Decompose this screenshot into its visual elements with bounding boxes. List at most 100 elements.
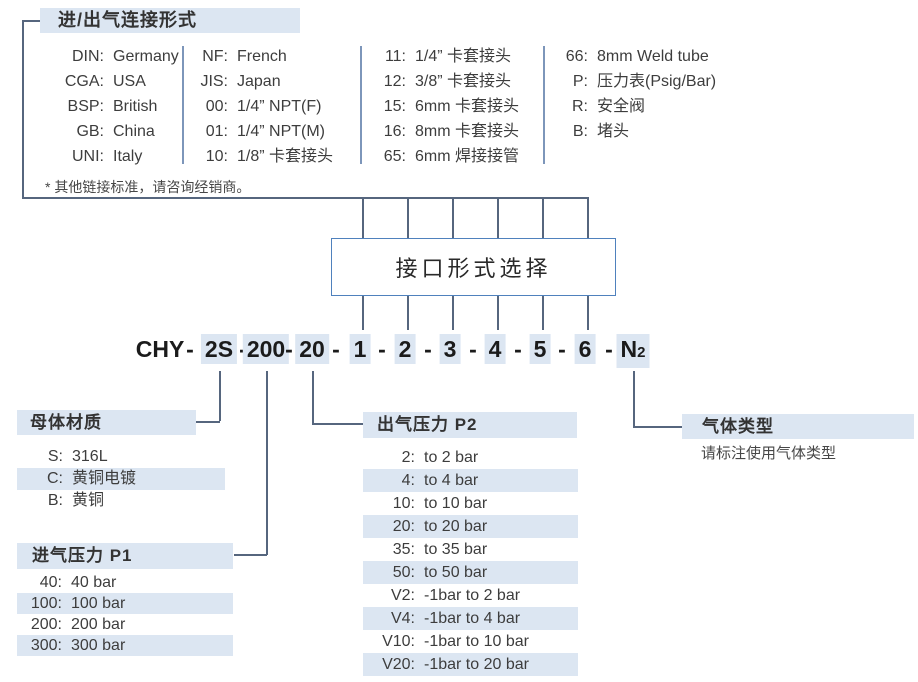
code-segment: N2	[616, 334, 650, 368]
option-label: 3/8” 卡套接头	[415, 73, 512, 90]
option-label: 300 bar	[71, 637, 126, 654]
option-code: 00:	[205, 98, 228, 115]
option-label: 100 bar	[71, 595, 126, 612]
option-label: 8mm Weld tube	[597, 48, 709, 65]
connector-line	[234, 554, 267, 556]
option-row: B: 黄铜	[17, 490, 225, 512]
option-code: 66:	[565, 48, 588, 65]
column-divider	[543, 46, 545, 164]
option-label: 1/4” 卡套接头	[415, 48, 512, 65]
code-segment: CHY	[135, 336, 185, 362]
option-code: CGA:	[64, 73, 104, 90]
option-code: BSP:	[67, 98, 104, 115]
option-code: B:	[47, 492, 63, 509]
connector-line	[633, 426, 682, 428]
option-code: B:	[572, 123, 588, 140]
code-segment: 4	[484, 334, 506, 364]
option-label: 316L	[72, 448, 108, 465]
option-code: UNI:	[72, 148, 104, 165]
option-code: V2:	[390, 587, 415, 604]
interface-selection-box: 接口形式选择	[331, 238, 616, 296]
option-code: 11:	[384, 48, 406, 65]
option-row: 2: to 2 bar	[363, 446, 578, 469]
option-row: 40:40 bar	[17, 572, 233, 593]
code-segment: -	[186, 336, 194, 362]
option-code: 20:	[392, 518, 415, 535]
connector-line	[587, 296, 589, 330]
option-row: V10:-1bar to 10 bar	[363, 630, 578, 653]
option-code: 2:	[401, 449, 415, 466]
connection-option: R:安全阀	[548, 94, 778, 119]
connection-option: 65:6mm 焊接接管	[368, 144, 543, 169]
option-label: to 10 bar	[424, 495, 488, 512]
option-label: Japan	[237, 73, 281, 90]
connection-option: JIS:Japan	[192, 69, 362, 94]
option-label: 1/8” 卡套接头	[237, 148, 334, 165]
option-code: 300:	[30, 637, 62, 654]
code-segment: -	[424, 336, 432, 362]
option-row: 100:100 bar	[17, 593, 233, 614]
option-code: P:	[572, 73, 588, 90]
connector-line	[266, 371, 268, 555]
connection-option: P: 压力表(Psig/Bar)	[548, 69, 778, 94]
option-label: China	[113, 123, 155, 140]
option-code: S:	[47, 448, 63, 465]
option-label: Italy	[113, 148, 143, 165]
connection-option: BSP:British	[40, 94, 185, 119]
column-divider	[182, 46, 184, 164]
option-code: 50:	[392, 564, 415, 581]
option-code: DIN:	[72, 48, 104, 65]
option-code: 10:	[205, 148, 228, 165]
code-segment: -	[285, 336, 293, 362]
option-row: 50:to 50 bar	[363, 561, 578, 584]
code-segment: -	[332, 336, 340, 362]
option-row: 20: to 20 bar	[363, 515, 578, 538]
option-code: 40:	[39, 574, 62, 591]
connector-line	[497, 296, 499, 330]
option-row: 200:200 bar	[17, 614, 233, 635]
connection-option: 15:6mm 卡套接头	[368, 94, 543, 119]
option-code: C:	[47, 470, 63, 487]
body-material-list: S: 316L C:黄铜电镀 B: 黄铜	[17, 446, 225, 512]
option-label: -1bar to 20 bar	[424, 656, 529, 673]
option-label: USA	[113, 73, 146, 90]
body-material-title: 母体材质	[17, 410, 196, 435]
code-segment: -	[514, 336, 522, 362]
connection-option: 16:8mm 卡套接头	[368, 119, 543, 144]
connection-option: 11: 1/4” 卡套接头	[368, 44, 543, 69]
gas-type-title: 气体类型	[682, 414, 914, 439]
connector-line	[219, 371, 221, 421]
option-label: to 2 bar	[424, 449, 479, 466]
option-row: 4:to 4 bar	[363, 469, 578, 492]
code-segment: -	[378, 336, 386, 362]
code-segment: 200	[242, 334, 290, 364]
option-code: 16:	[383, 123, 406, 140]
option-row: S: 316L	[17, 446, 225, 468]
connector-line	[312, 371, 314, 423]
bracket-line	[22, 20, 40, 22]
option-label: 压力表(Psig/Bar)	[597, 73, 717, 90]
option-row: 10:to 10 bar	[363, 492, 578, 515]
option-code: 01:	[205, 123, 228, 140]
connection-section-title: 进/出气连接形式	[40, 8, 300, 33]
option-label: 6mm 焊接接管	[415, 148, 520, 165]
bracket-line	[22, 20, 24, 198]
option-label: 1/4” NPT(F)	[237, 98, 322, 115]
option-label: 黄铜	[72, 492, 105, 509]
option-label: to 20 bar	[424, 518, 488, 535]
connector-line	[542, 296, 544, 330]
option-row: C:黄铜电镀	[17, 468, 225, 490]
option-code: R:	[572, 98, 588, 115]
model-code: CHY-2S-200-20-1-2-3-4-5-6-N2	[0, 334, 918, 368]
option-code: V20:	[382, 656, 415, 673]
code-subscript: 2	[637, 344, 646, 361]
connector-line	[362, 197, 364, 239]
option-label: to 4 bar	[424, 472, 479, 489]
code-segment: 2S	[200, 334, 238, 364]
connector-line	[633, 371, 635, 426]
option-row: V2:-1bar to 2 bar	[363, 584, 578, 607]
option-label: -1bar to 10 bar	[424, 633, 529, 650]
